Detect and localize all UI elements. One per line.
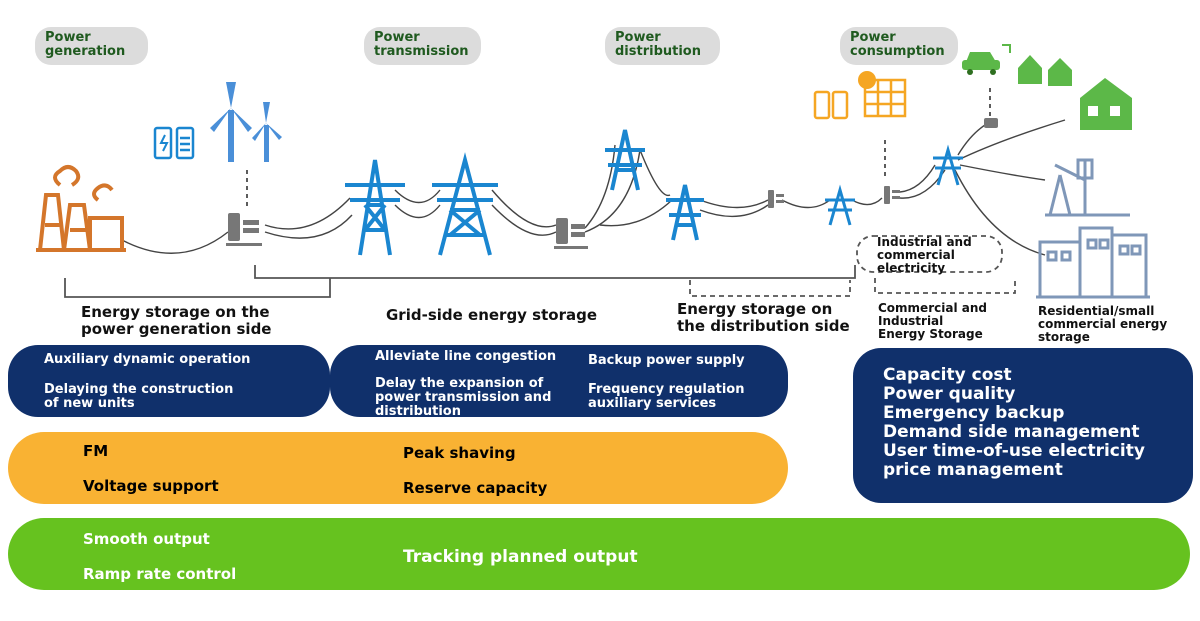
label-generation-side-storage: Energy storage on the power generation s… [81, 303, 272, 338]
house-icon [1018, 55, 1132, 130]
stage-power-transmission: Power transmission [364, 27, 481, 65]
storage-unit-icon [226, 118, 998, 249]
electric-car-icon [962, 44, 1011, 75]
item-smooth-output: Smooth output [83, 530, 210, 548]
stage-power-distribution: Power distribution [605, 27, 720, 65]
building-icon [1036, 226, 1150, 299]
panel-grid-functions [8, 432, 788, 504]
label-grid-side-storage: Grid-side energy storage [386, 306, 598, 324]
power-plant-icon [36, 165, 126, 252]
item-frequency-regulation: Frequency regulation auxiliary services [588, 382, 745, 411]
panel-generation-side-benefits [8, 345, 330, 417]
item-delay-expansion: Delay the expansion of power transmissio… [375, 376, 552, 419]
power-lines [121, 119, 1066, 256]
item-delaying-construction: Delaying the construction of new units [44, 382, 234, 411]
item-fm: FM [83, 442, 109, 460]
panel-grid-side-benefits [330, 345, 788, 417]
item-time-of-use-pricing: User time-of-use electricity [883, 441, 1145, 461]
solar-panel-icon [813, 78, 907, 120]
item-ramp-rate-control: Ramp rate control [83, 565, 237, 583]
battery-icon [153, 126, 195, 160]
item-voltage-support: Voltage support [83, 477, 219, 495]
item-power-quality: Power quality [883, 384, 1016, 404]
user-benefits-list: Capacity cost Power quality Emergency ba… [883, 366, 1145, 480]
section-brackets [64, 235, 1016, 298]
wind-turbine-icon [210, 82, 282, 162]
label-residential-storage: Residential/small commercial energy stor… [1038, 304, 1168, 344]
oil-pump-icon [1045, 158, 1130, 217]
stage-power-consumption: Power consumption [840, 27, 958, 65]
stage-power-generation: Power generation [35, 27, 148, 65]
label-distribution-side-storage: Energy storage on the distribution side [677, 300, 850, 335]
item-demand-side-management: Demand side management [883, 422, 1140, 442]
item-alleviate-line-congestion: Alleviate line congestion [375, 349, 557, 364]
item-reserve-capacity: Reserve capacity [403, 479, 548, 497]
item-auxiliary-dynamic-operation: Auxiliary dynamic operation [44, 352, 251, 367]
panel-generation-functions [8, 518, 1190, 590]
item-emergency-backup: Emergency backup [883, 403, 1065, 423]
item-tracking-planned-output: Tracking planned output [403, 547, 638, 567]
item-backup-power-supply: Backup power supply [588, 353, 745, 368]
panel-user-side-benefits [853, 348, 1193, 503]
sun-icon [858, 71, 876, 89]
label-industrial-commercial-electricity: Industrial and commercial electricity [877, 235, 972, 275]
item-price-management: price management [883, 460, 1063, 480]
item-peak-shaving: Peak shaving [403, 444, 516, 462]
transmission-tower-icon [345, 129, 963, 256]
label-commercial-industrial-storage: Commercial and Industrial Energy Storage [878, 301, 987, 341]
item-capacity-cost: Capacity cost [883, 365, 1012, 385]
